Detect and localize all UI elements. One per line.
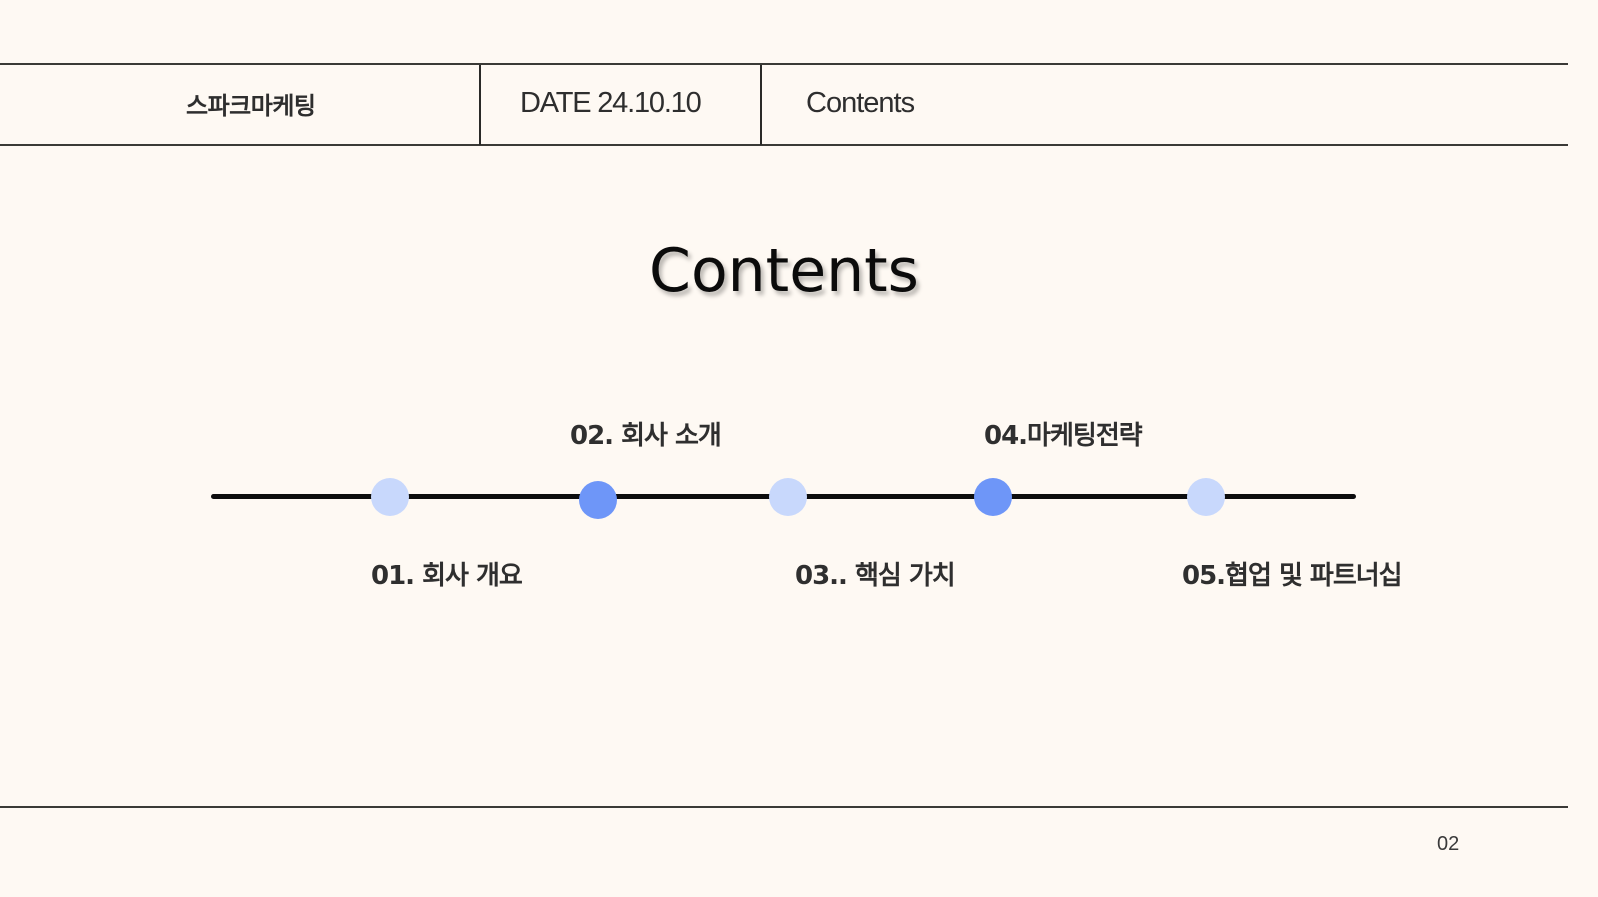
timeline-dot-04[interactable] [974,478,1012,516]
timeline-dot-03[interactable] [769,478,807,516]
page-title: Contents [649,236,919,306]
header-divider-2 [760,65,762,145]
header-bottom-rule [0,144,1568,146]
timeline-dot-02[interactable] [579,481,617,519]
contents-item-05[interactable]: 05.협업 및 파트너십 [1182,561,1403,591]
header-date: DATE 24.10.10 [520,87,702,119]
page-number: 02 [1437,833,1460,855]
timeline-dot-01[interactable] [371,478,409,516]
brand-name: 스파크마케팅 [186,92,316,120]
contents-item-03[interactable]: 03.. 핵심 가치 [795,561,956,591]
contents-item-04[interactable]: 04.마케팅전략 [984,421,1143,451]
header-section-title: Contents [806,87,915,119]
contents-item-02[interactable]: 02. 회사 소개 [570,421,722,451]
contents-item-01[interactable]: 01. 회사 개요 [371,561,523,591]
footer-rule [0,806,1568,808]
timeline-dot-05[interactable] [1187,478,1225,516]
header-top-rule [0,63,1568,65]
header-divider-1 [479,65,481,145]
